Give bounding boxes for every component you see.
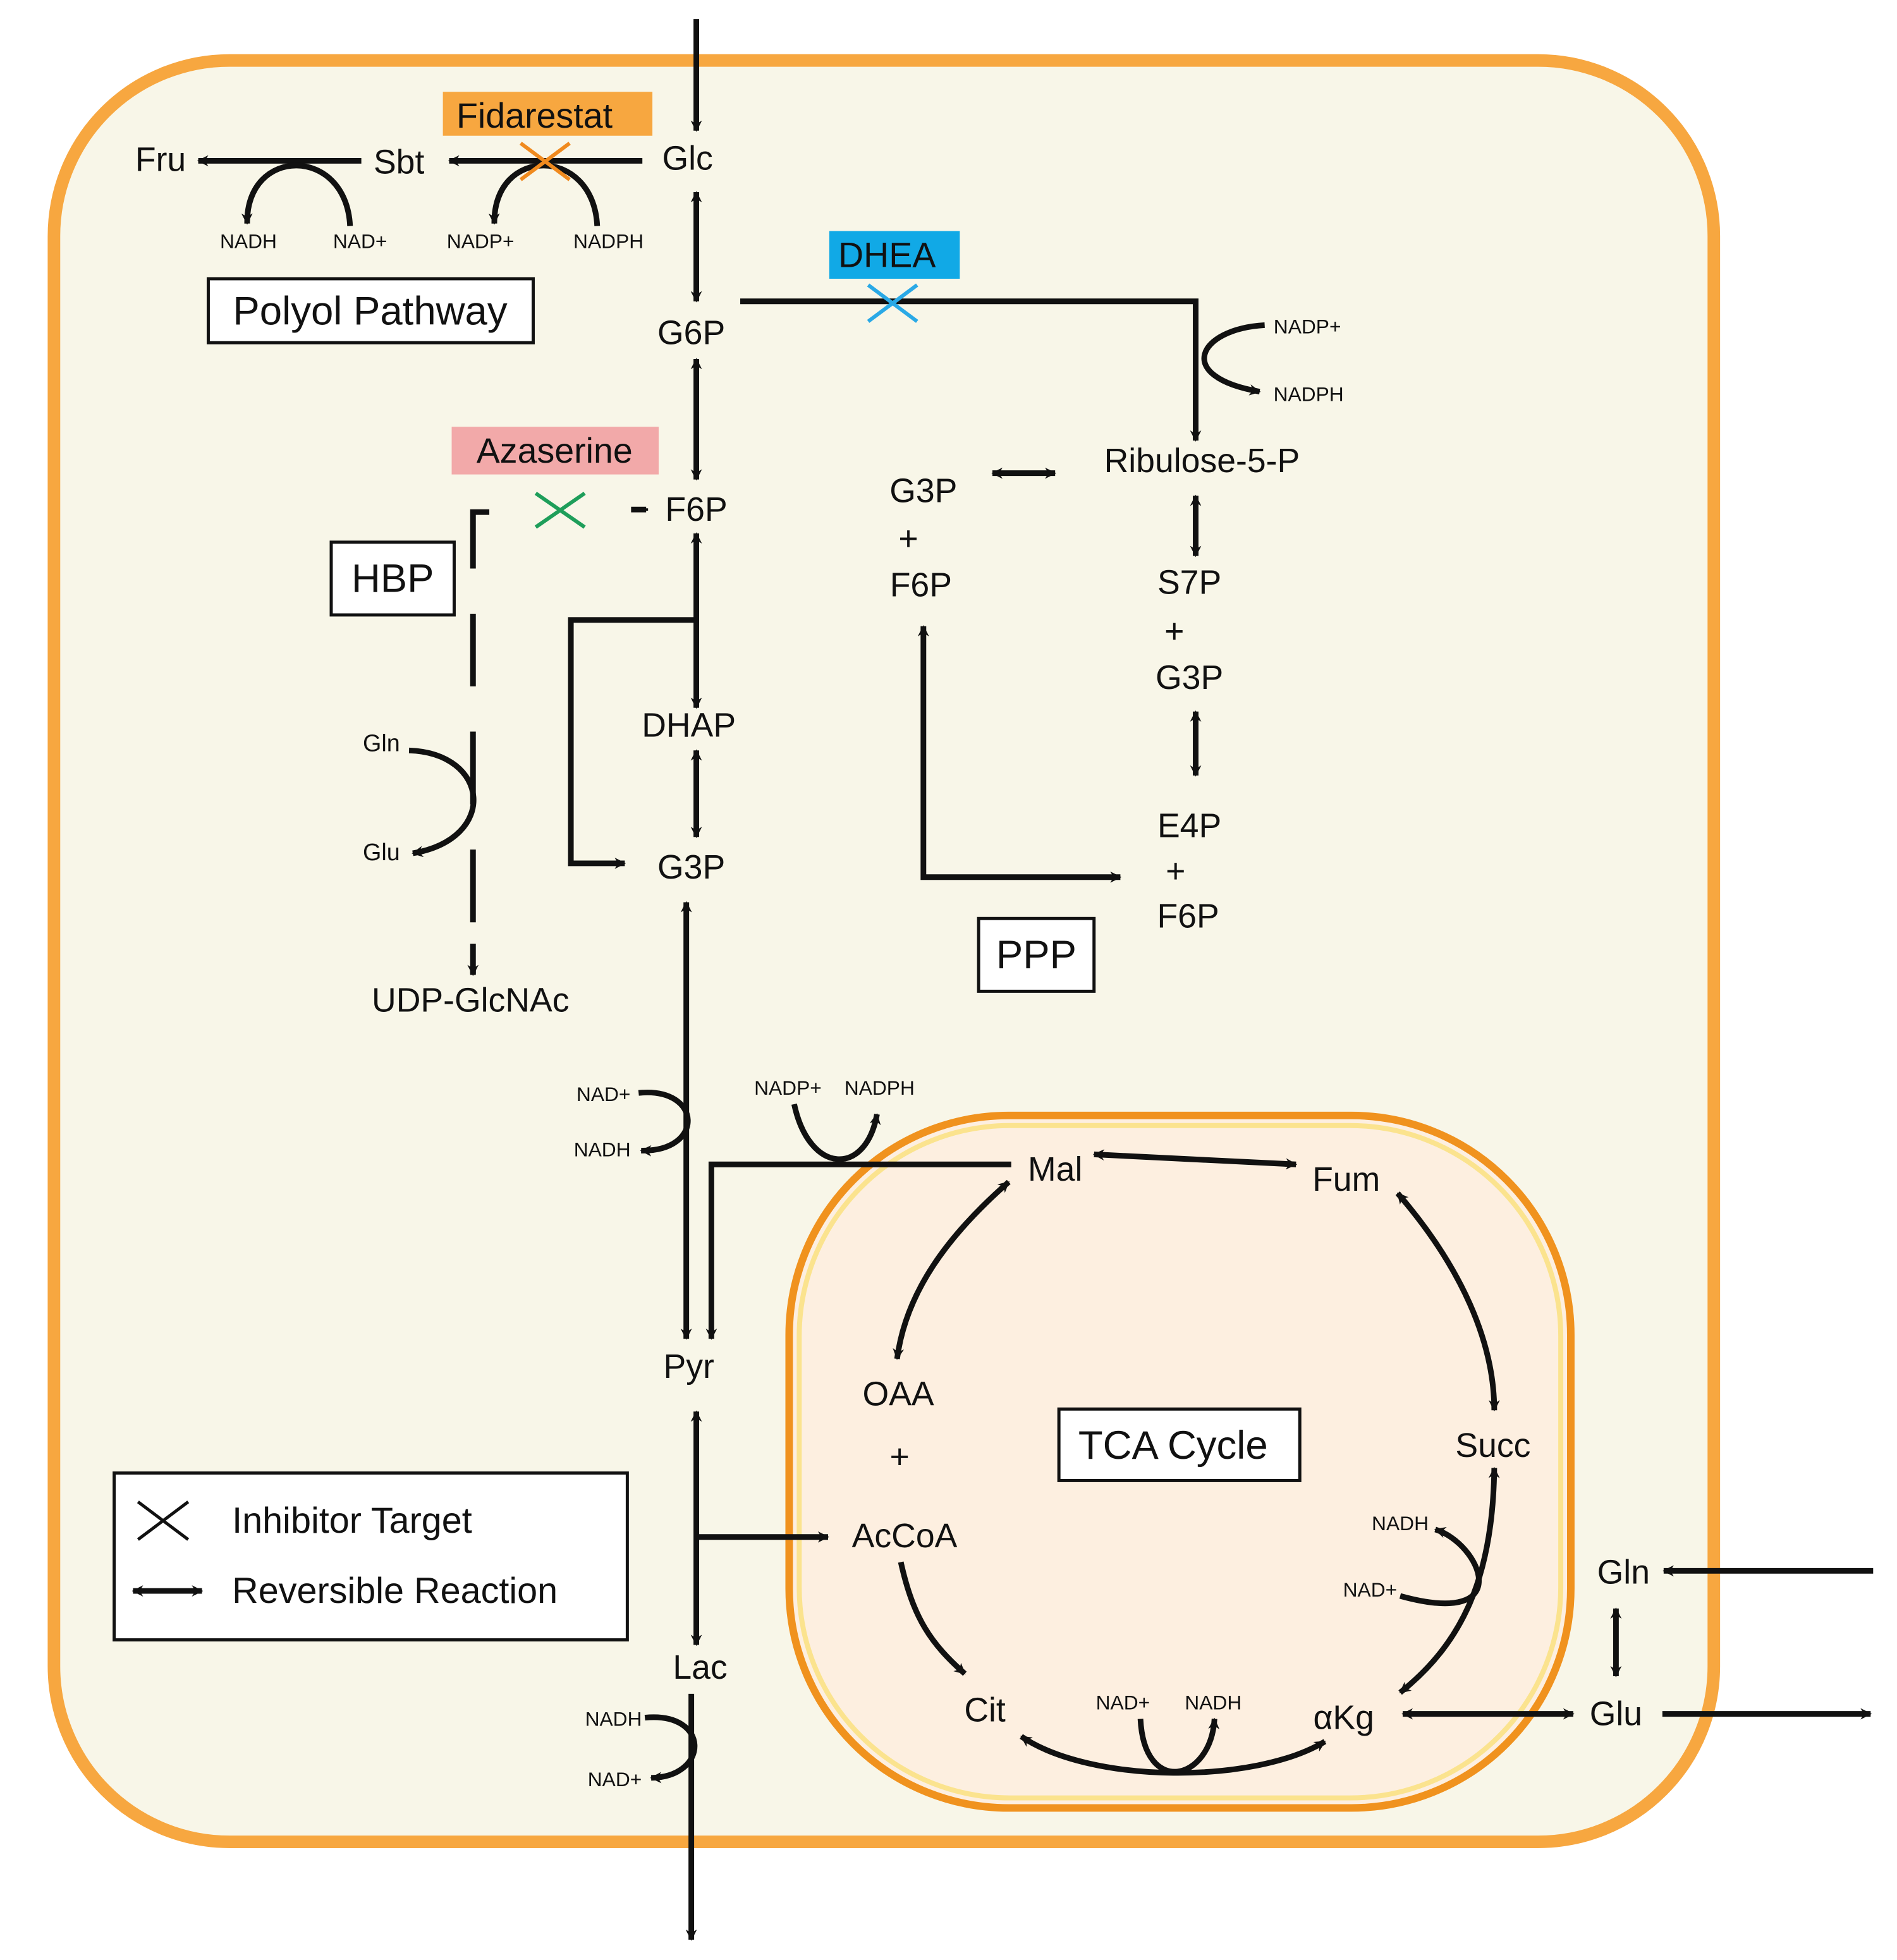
cofactor-curve-hbp	[408, 747, 477, 858]
cofactor-lactate-nadh: NADH	[585, 1708, 642, 1731]
mitochondrion-inner-membrane	[796, 1123, 1564, 1801]
f6p-dash: −	[630, 490, 650, 528]
ppp-plus-c: +	[1166, 852, 1185, 890]
metabolite-ppp-f6p-c: F6P	[1157, 897, 1219, 935]
legend-reversible-label: Reversible Reaction	[232, 1571, 558, 1611]
dhea-label: DHEA	[838, 235, 936, 274]
dhea-inhibition-x	[867, 283, 918, 323]
metabolite-akg: αKg	[1313, 1699, 1374, 1737]
metabolite-g3p: G3P	[657, 848, 725, 886]
cofactor-curve-malic	[791, 1104, 881, 1162]
cofactor-curve-polyol-1	[241, 162, 353, 226]
metabolite-accoa: AcCoA	[852, 1517, 958, 1555]
cofactor-labels: NADH NAD+ NADP+ NADPH NADP+ NADPH NAD+ N…	[220, 229, 1429, 1790]
metabolite-oaa: OAA	[863, 1375, 934, 1413]
metabolite-ppp-g3p-a: G3P	[889, 472, 957, 509]
metabolite-ppp-f6p-a: F6P	[890, 566, 952, 604]
arrow-mal-oaa	[893, 1179, 1011, 1360]
fidarestat-badge: Fidarestat	[442, 92, 653, 136]
cofactor-ppp-nadp: NADP+	[1274, 315, 1341, 338]
hbp-box: HBP	[329, 540, 456, 617]
metabolite-lac: Lac	[673, 1648, 727, 1686]
metabolite-f6p: F6P	[665, 490, 727, 528]
tca-cycle-label: TCA Cycle	[1078, 1423, 1268, 1468]
cofactor-tca-akg-nad: NAD+	[1343, 1578, 1398, 1601]
ppp-plus-b: +	[1164, 612, 1184, 650]
metabolite-udp-glcnac: UDP-GlcNAc	[372, 981, 570, 1019]
cofactor-curve-akg-succ	[1399, 1526, 1482, 1607]
legend-inhibitor-icon	[137, 1500, 190, 1541]
cofactor-ppp-nadph: NADPH	[1274, 383, 1344, 406]
metabolite-ppp-g3p-b: G3P	[1156, 659, 1223, 697]
hbp-dashed-path	[470, 509, 490, 974]
cofactor-malic-nadp: NADP+	[754, 1076, 822, 1099]
arrow-fum-succ	[1395, 1191, 1500, 1412]
cofactor-curve-polyol-2	[488, 162, 601, 226]
cofactor-lactate-nad: NAD+	[588, 1768, 642, 1791]
cofactor-polyol-nadph: NADPH	[573, 229, 644, 252]
tca-plus: +	[889, 1438, 909, 1476]
cofactor-curve-ppp	[1201, 322, 1265, 396]
metabolite-gln-hbp: Gln	[363, 729, 400, 756]
azaserine-inhibition-x	[534, 491, 586, 529]
hbp-label: HBP	[351, 556, 434, 600]
cofactor-tca-cit-nadh: NADH	[1185, 1691, 1241, 1714]
metabolite-pyr: Pyr	[663, 1348, 714, 1385]
cofactor-curve-glycolysis	[638, 1090, 691, 1157]
fidarestat-inhibition-x	[519, 142, 571, 181]
cofactor-polyol-nadp: NADP+	[447, 229, 515, 252]
metabolite-sbt: Sbt	[374, 143, 425, 181]
fidarestat-label: Fidarestat	[456, 96, 613, 135]
arrow-ppp-loop	[917, 625, 1122, 883]
cofactor-curve-lactate	[644, 1714, 698, 1784]
metabolite-fru: Fru	[135, 140, 186, 178]
cofactor-curve-cit-akg	[1137, 1717, 1220, 1775]
metabolite-mal: Mal	[1028, 1150, 1082, 1188]
arrow-f6p-g3p-branch	[568, 617, 697, 869]
arrow-succ-akg	[1398, 1466, 1500, 1695]
metabolite-succ: Succ	[1455, 1427, 1530, 1464]
metabolite-gln-ext: Gln	[1597, 1553, 1650, 1591]
legend-inhibitor-label: Inhibitor Target	[232, 1500, 472, 1541]
metabolite-glc: Glc	[662, 139, 712, 177]
hbp-amino-labels: Gln Glu	[363, 729, 400, 865]
polyol-pathway-box: Polyol Pathway	[206, 277, 535, 344]
cofactor-tca-cit-nad: NAD+	[1096, 1691, 1150, 1714]
metabolite-ribulose-5-p: Ribulose-5-P	[1104, 442, 1300, 480]
cofactor-glycolysis-nadh: NADH	[574, 1138, 631, 1160]
metabolite-g6p: G6P	[657, 313, 725, 351]
azaserine-label: Azaserine	[477, 431, 633, 470]
cofactor-polyol-nadh: NADH	[220, 229, 277, 252]
cofactor-glycolysis-nad: NAD+	[576, 1083, 631, 1105]
arrow-mal-fum	[1092, 1149, 1298, 1170]
metabolite-labels: Fru Sbt Glc G6P − F6P DHAP G3P Pyr Lac U…	[135, 139, 1650, 1736]
metabolite-dhap: DHAP	[642, 707, 736, 745]
azaserine-badge: Azaserine	[451, 427, 659, 475]
metabolite-cit: Cit	[964, 1691, 1006, 1729]
polyol-pathway-label: Polyol Pathway	[233, 289, 507, 334]
metabolite-e4p: E4P	[1157, 807, 1221, 844]
metabolite-glu-hbp: Glu	[363, 839, 400, 865]
metabolite-s7p: S7P	[1157, 563, 1221, 601]
arrow-accoa-cit	[898, 1561, 967, 1676]
tca-cycle-box: TCA Cycle	[1057, 1407, 1302, 1482]
metabolite-fum: Fum	[1312, 1160, 1380, 1198]
ppp-box: PPP	[977, 916, 1096, 993]
cofactor-polyol-nad: NAD+	[333, 229, 387, 252]
dhea-badge: DHEA	[829, 231, 960, 279]
ppp-plus-a: +	[898, 520, 918, 557]
arrow-mal-pyr	[705, 1161, 1011, 1340]
metabolite-glu-ext: Glu	[1590, 1695, 1642, 1733]
cofactor-malic-nadph: NADPH	[845, 1076, 915, 1099]
legend: Inhibitor Target Reversible Reaction	[113, 1471, 629, 1641]
cofactor-tca-akg-nadh: NADH	[1372, 1512, 1429, 1535]
ppp-label: PPP	[996, 933, 1077, 977]
